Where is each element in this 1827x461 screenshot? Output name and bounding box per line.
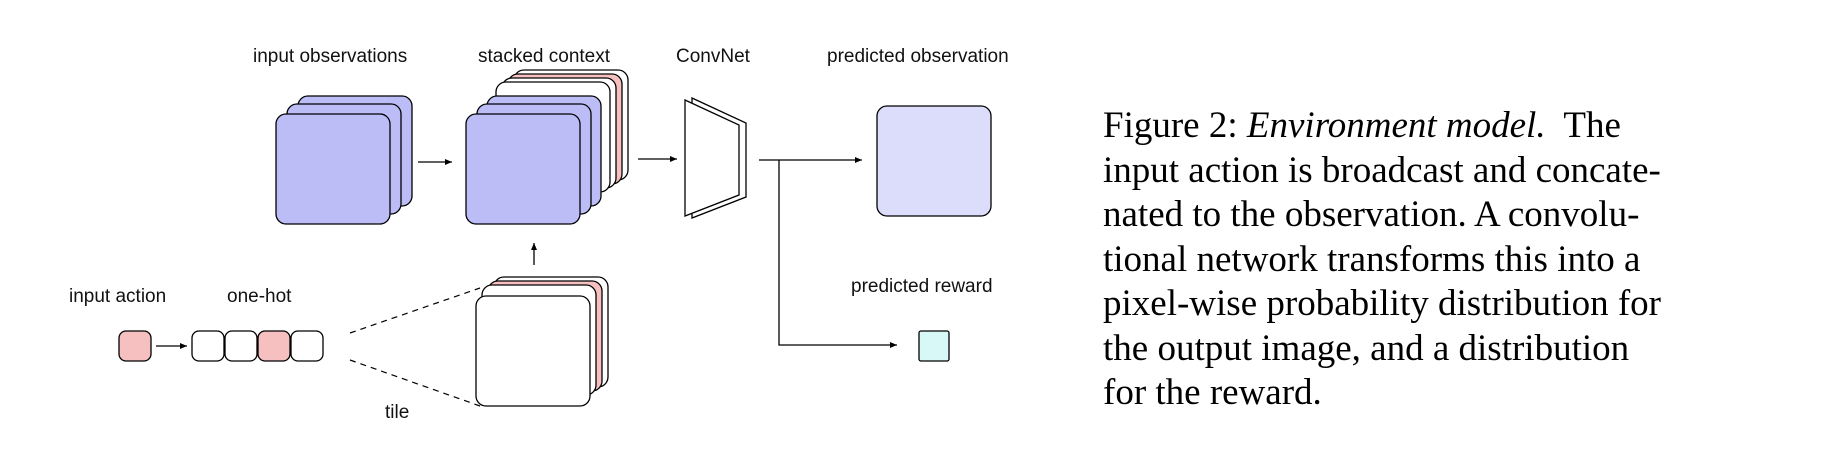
tiled-action-frame: [475, 295, 591, 407]
figure-caption: Figure 2: Environment model. The input a…: [1103, 104, 1743, 416]
figure-label: Figure 2:: [1103, 105, 1238, 146]
caption-line: nated to the observation. A convolu-: [1103, 194, 1640, 235]
predicted-reward-box: [918, 330, 950, 362]
one-hot-cell: [290, 330, 324, 362]
input-action-label: input action: [69, 286, 166, 307]
input-observations-label: input observations: [253, 46, 407, 67]
caption-first-line: Figure 2: Environment model. The: [1103, 104, 1743, 149]
predicted-reward-label: predicted reward: [851, 276, 993, 297]
caption-line: for the reward.: [1103, 372, 1322, 413]
convnet-block: [684, 96, 747, 219]
convnet-trapezoid-front: [684, 98, 740, 217]
caption-line: pixel-wise probability distribution for: [1103, 283, 1661, 324]
one-hot-label: one-hot: [227, 286, 292, 307]
one-hot-cell: [191, 330, 225, 362]
observation-frame-front: [275, 113, 391, 225]
environment-model-diagram: input observations stacked context ConvN…: [69, 46, 1009, 423]
tile-projection-line-top: [349, 287, 481, 334]
input-action-box: [118, 330, 152, 362]
tiled-action-stack: [475, 276, 609, 407]
tile-projection-line-bottom: [349, 359, 481, 407]
one-hot-cell: [224, 330, 258, 362]
stacked-context-label: stacked context: [478, 46, 611, 67]
figure-title: Environment model.: [1246, 105, 1546, 146]
one-hot-vector: [191, 330, 324, 362]
caption-line: the output image, and a distribution: [1103, 327, 1630, 369]
predicted-observation-frame: [876, 105, 992, 217]
caption-line: tional network transforms this into a: [1103, 238, 1641, 280]
caption-line: input action is broadcast and concate-: [1103, 149, 1661, 191]
stacked-context-stack: [465, 69, 629, 225]
tile-label: tile: [385, 402, 409, 423]
convnet-label: ConvNet: [676, 46, 751, 67]
one-hot-cell-active: [257, 330, 291, 362]
arrow-convnet-to-predicted-reward: [778, 160, 897, 348]
input-observations-stack: [275, 95, 413, 225]
predicted-observation-label: predicted observation: [827, 46, 1009, 67]
caption-line: The: [1563, 105, 1621, 146]
context-observation-frame: [465, 113, 581, 225]
